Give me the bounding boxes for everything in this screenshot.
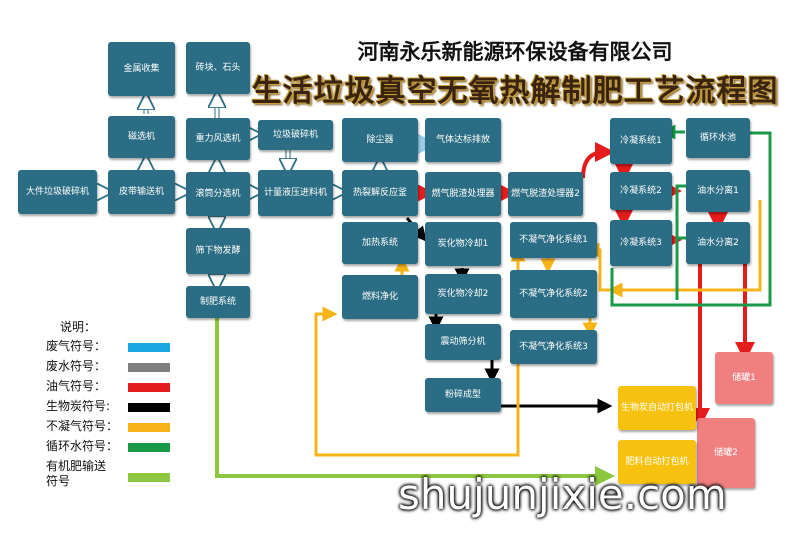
legend-swatch bbox=[128, 473, 170, 482]
node-gas-deslagging-1: 燃气脱渣处理器 bbox=[425, 172, 501, 216]
legend-swatch bbox=[128, 403, 170, 412]
node-crushing-forming: 粉碎成型 bbox=[425, 378, 501, 412]
legend-label: 循环水符号： bbox=[46, 439, 119, 453]
legend-swatch bbox=[128, 343, 170, 352]
node-drum-separator: 滚筒分选机 bbox=[186, 172, 250, 216]
node-storage-tank-1: 储罐1 bbox=[715, 352, 773, 404]
node-gas-deslagging-2: 燃气脱渣处理器2 bbox=[508, 172, 583, 216]
legend-label: 废气符号： bbox=[46, 339, 107, 353]
legend-label: 生物炭符号: bbox=[46, 399, 111, 413]
node-oil-water-sep-2: 油水分离2 bbox=[686, 222, 750, 264]
legend-label: 废水符号： bbox=[46, 359, 107, 373]
legend-label: 油气符号： bbox=[46, 379, 107, 393]
legend-title: 说明： bbox=[60, 320, 97, 334]
diagram-title: 生活垃圾真空无氧热解制肥工艺流程图 bbox=[251, 74, 779, 109]
legend-label: 不凝气符号： bbox=[46, 419, 119, 433]
node-hydraulic-feeder: 计量液压进料机 bbox=[258, 170, 333, 216]
node-heating-system: 加热系统 bbox=[342, 222, 418, 264]
node-magnetic-separator: 磁选机 bbox=[108, 116, 175, 158]
node-gas-purification-1: 不凝气净化系统1 bbox=[510, 222, 597, 258]
watermark-text: shujunjixie.com bbox=[398, 470, 727, 519]
node-gas-purification-2: 不凝气净化系统2 bbox=[510, 270, 597, 318]
node-undersize-fermentation: 筛下物发酵 bbox=[186, 228, 250, 274]
legend-swatch bbox=[128, 443, 170, 452]
node-condensing-3: 冷凝系统3 bbox=[610, 220, 672, 266]
node-pyrolysis-reactor: 热裂解反应釜 bbox=[342, 170, 418, 216]
node-biochar-packer: 生物炭自动打包机 bbox=[618, 386, 696, 430]
node-fertilizer-system: 制肥系统 bbox=[186, 286, 250, 318]
legend-swatch bbox=[128, 363, 170, 372]
node-condensing-2: 冷凝系统2 bbox=[610, 172, 672, 210]
legend-swatch bbox=[128, 383, 170, 392]
node-gas-emission: 气体达标排放 bbox=[425, 118, 501, 162]
node-circulating-pool: 循环水池 bbox=[686, 118, 750, 158]
node-bricks-stones: 砖块、石头 bbox=[186, 42, 250, 94]
node-fuel-purification: 燃料净化 bbox=[342, 275, 418, 319]
company-name: 河南永乐新能源环保设备有限公司 bbox=[357, 39, 673, 64]
node-dust-collector: 除尘器 bbox=[342, 118, 418, 162]
node-gravity-air-separator: 重力风选机 bbox=[186, 118, 250, 160]
node-garbage-crusher: 垃圾破碎机 bbox=[258, 120, 333, 150]
node-carbide-cooling-2: 炭化物冷却2 bbox=[425, 274, 501, 314]
node-large-waste-crusher: 大件垃圾破碎机 bbox=[18, 170, 97, 214]
node-oil-water-sep-1: 油水分离1 bbox=[686, 170, 750, 212]
node-carbide-cooling-1: 炭化物冷却1 bbox=[425, 222, 501, 266]
node-belt-conveyor: 皮带输送机 bbox=[108, 170, 175, 214]
legend-label: 有机肥输送符号 bbox=[46, 459, 107, 488]
legend-swatch bbox=[128, 423, 170, 432]
node-vibrating-screen: 震动筛分机 bbox=[425, 324, 501, 360]
node-condensing-1: 冷凝系统1 bbox=[610, 118, 672, 164]
node-gas-purification-3: 不凝气净化系统3 bbox=[510, 330, 597, 364]
node-metal-collection: 金属收集 bbox=[108, 42, 175, 96]
node-storage-tank-2: 储罐2 bbox=[697, 418, 755, 488]
node-fertilizer-packer: 肥料自动打包机 bbox=[618, 440, 696, 484]
